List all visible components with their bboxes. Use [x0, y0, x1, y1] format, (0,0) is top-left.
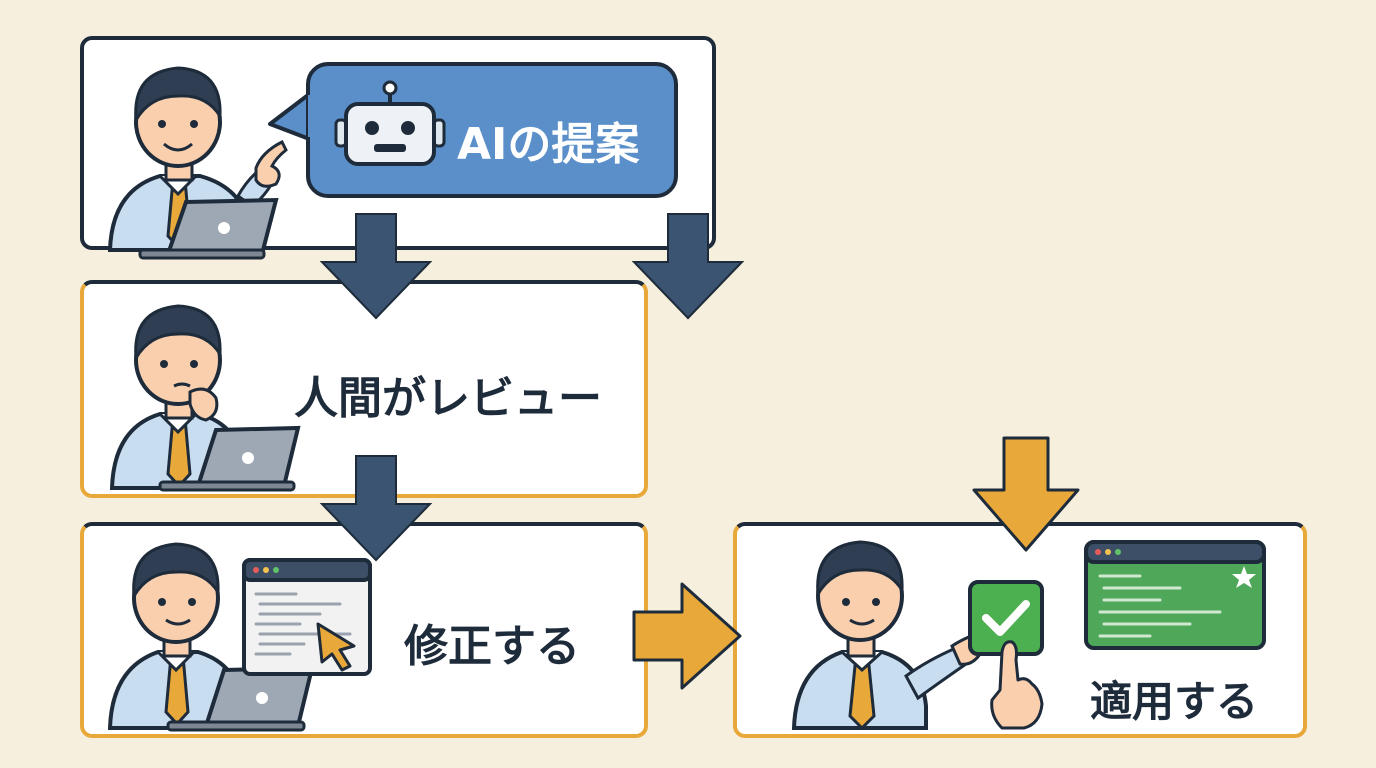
apply-label: 適用する — [1090, 677, 1259, 726]
human-review-label: 人間がレビュー — [294, 373, 602, 424]
fix-label: 修正する — [404, 621, 580, 672]
ai-proposal-label: AIの提案 — [457, 119, 640, 170]
